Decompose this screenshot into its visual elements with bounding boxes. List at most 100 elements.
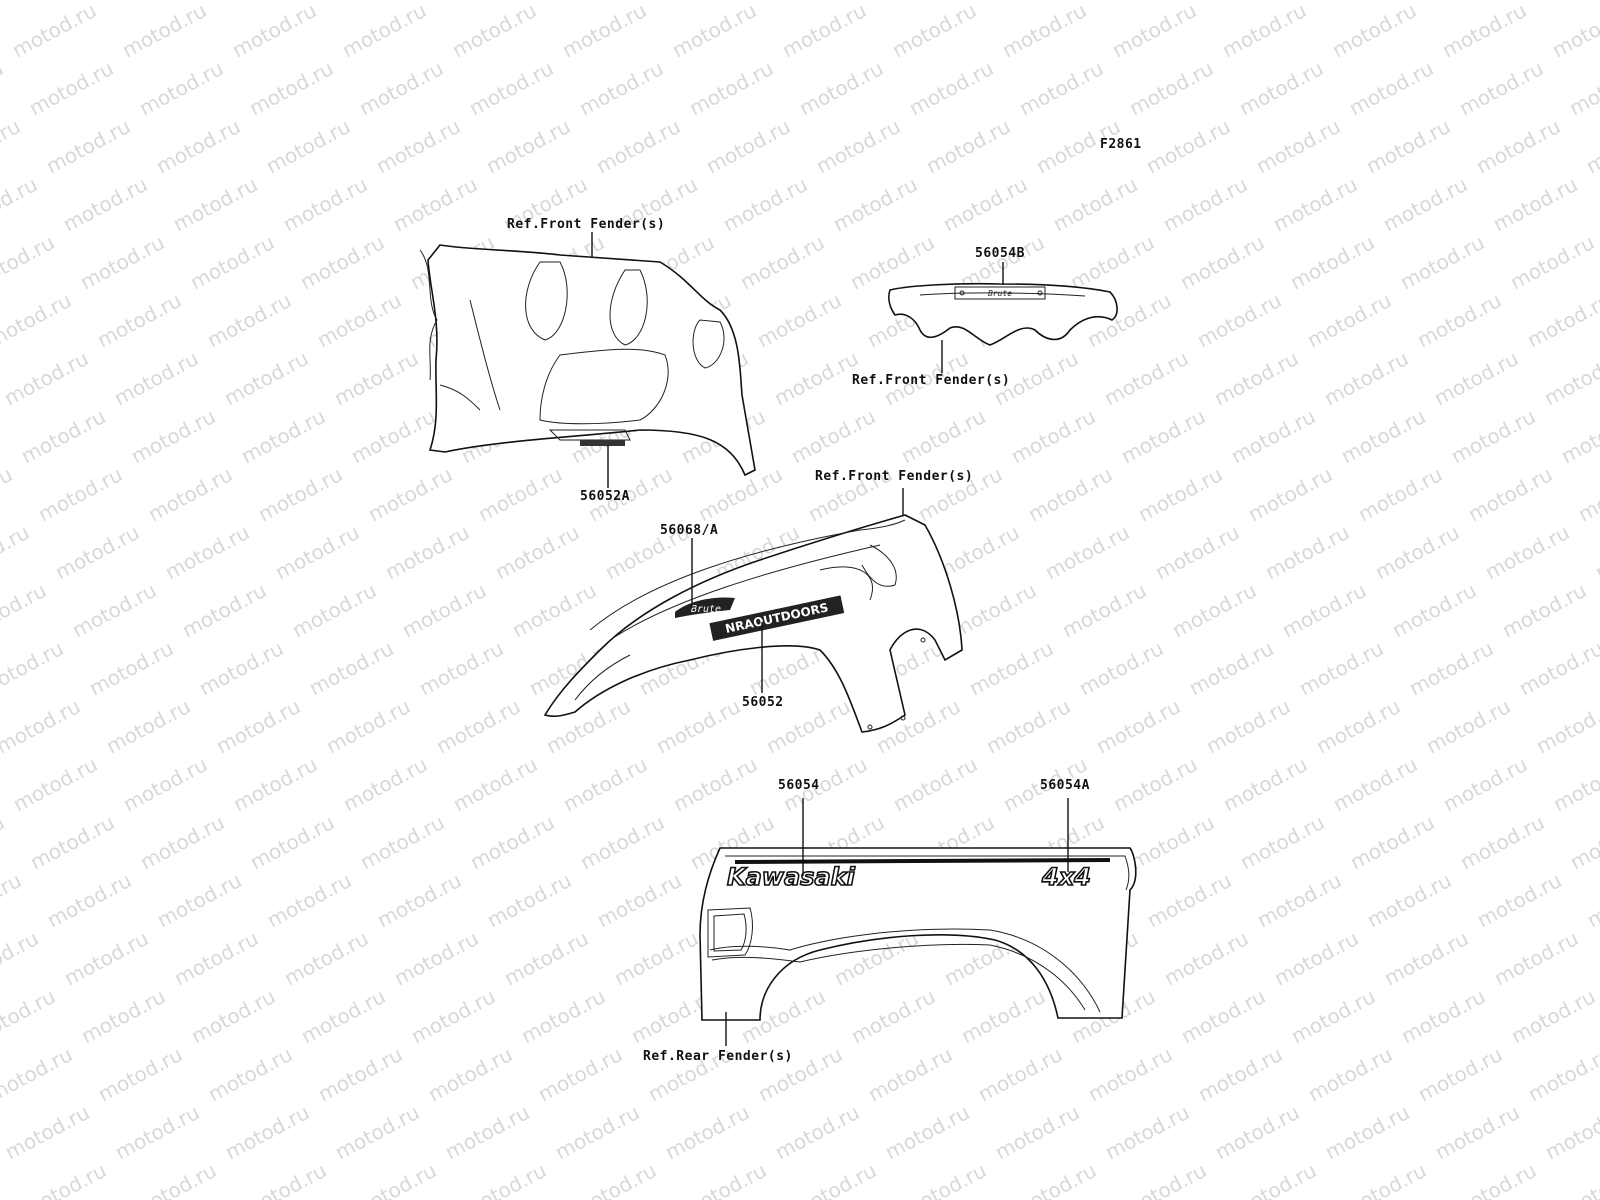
watermark-text: motod.ru (829, 172, 921, 236)
watermark-text: motod.ru (1405, 636, 1497, 700)
watermark-text: motod.ru (1270, 926, 1362, 990)
watermark-text: motod.ru (753, 288, 845, 352)
watermark-text: motod.ru (347, 404, 439, 468)
watermark-text: motod.ru (592, 114, 684, 178)
watermark-text: motod.ru (212, 694, 304, 758)
watermark-text: motod.ru (575, 56, 667, 120)
watermark-text: motod.ru (0, 868, 25, 932)
watermark-text: motod.ru (1557, 404, 1600, 468)
watermark-text: motod.ru (1100, 346, 1192, 410)
watermark-text: motod.ru (1075, 636, 1167, 700)
watermark-text: motod.ru (237, 404, 329, 468)
watermark-text: motod.ru (1015, 56, 1107, 120)
watermark-text: motod.ru (1363, 868, 1455, 932)
watermark-text: motod.ru (0, 694, 84, 758)
watermark-text: motod.ru (1320, 346, 1412, 410)
watermark-text: motod.ru (0, 230, 58, 294)
watermark-text: motod.ru (271, 520, 363, 584)
watermark-text: motod.ru (1269, 172, 1361, 236)
watermark-text: motod.ru (1303, 288, 1395, 352)
watermark-text: motod.ru (25, 56, 117, 120)
watermark-text: motod.ru (1008, 1158, 1100, 1200)
watermark-text: motod.ru (43, 868, 135, 932)
watermark-text: motod.ru (1345, 56, 1437, 120)
front-fender-top-view (419, 244, 756, 477)
watermark-text: motod.ru (144, 462, 236, 526)
watermark-text: motod.ru (1024, 462, 1116, 526)
watermark-text: motod.ru (1329, 752, 1421, 816)
watermark-text: motod.ru (1396, 230, 1488, 294)
watermark-text: motod.ru (668, 0, 760, 62)
watermark-text: motod.ru (1235, 56, 1327, 120)
watermark-text: motod.ru (1515, 636, 1600, 700)
label-56054A: 56054A (1040, 778, 1090, 793)
watermark-text: motod.ru (187, 984, 279, 1048)
watermark-text: motod.ru (558, 0, 650, 62)
decal-brute: Brute (691, 604, 721, 615)
watermark-text: motod.ru (982, 694, 1074, 758)
watermark-text: motod.ru (17, 404, 109, 468)
watermark-text: motod.ru (398, 578, 490, 642)
watermark-text: motod.ru (593, 868, 685, 932)
watermark-text: motod.ru (305, 636, 397, 700)
decal-4x4: 4x4 (1041, 863, 1091, 891)
watermark-text: motod.ru (1159, 172, 1251, 236)
watermark-text: motod.ru (348, 1158, 440, 1200)
watermark-text: motod.ru (0, 288, 75, 352)
watermark-text: motod.ru (568, 1158, 660, 1200)
watermark-text: motod.ru (1583, 868, 1600, 932)
watermark-text: motod.ru (228, 0, 320, 62)
figure-code: F2861 (1100, 137, 1142, 152)
watermark-text: motod.ru (1354, 462, 1446, 526)
watermark-text: motod.ru (314, 1042, 406, 1106)
watermark-text: motod.ru (186, 230, 278, 294)
watermark-text: motod.ru (871, 0, 963, 4)
watermark-text: motod.ru (279, 172, 371, 236)
watermark-text: motod.ru (534, 1042, 626, 1106)
watermark-text: motod.ru (812, 114, 904, 178)
watermark-text: motod.ru (1489, 172, 1581, 236)
label-56052: 56052 (742, 695, 784, 710)
watermark-text: motod.ru (482, 114, 574, 178)
watermark-text: motod.ru (897, 404, 989, 468)
watermark-text: motod.ru (1108, 0, 1200, 62)
watermark-text: motod.ru (922, 114, 1014, 178)
label-ref-front-fender-3: Ref.Front Fender(s) (815, 469, 973, 484)
watermark-text: motod.ru (18, 1158, 110, 1200)
watermark-text: motod.ru (8, 0, 100, 62)
watermark-text: motod.ru (1388, 578, 1480, 642)
watermark-text: motod.ru (610, 926, 702, 990)
watermark-text: motod.ru (1455, 56, 1547, 120)
watermark-text: motod.ru (262, 114, 354, 178)
watermark-text: motod.ru (551, 1100, 643, 1164)
watermark-text: motod.ru (390, 926, 482, 990)
watermark-text: motod.ru (1540, 346, 1600, 410)
watermark-text: motod.ru (1464, 462, 1556, 526)
watermark-text: motod.ru (85, 636, 177, 700)
watermark-text: motod.ru (1549, 752, 1600, 816)
watermark-text: motod.ru (541, 0, 633, 4)
watermark-text: motod.ru (981, 0, 1073, 4)
watermark-text: motod.ru (152, 114, 244, 178)
watermark-text: motod.ru (313, 288, 405, 352)
watermark-text: motod.ru (1490, 926, 1582, 990)
label-56052A: 56052A (580, 489, 630, 504)
watermark-text: motod.ru (889, 752, 981, 816)
watermark-text: motod.ru (1202, 694, 1294, 758)
watermark-text: motod.ru (1507, 984, 1599, 1048)
watermark-text: motod.ru (458, 1158, 550, 1200)
watermark-text: motod.ru (465, 56, 557, 120)
watermark-text: motod.ru (948, 578, 1040, 642)
watermark-text: motod.ru (9, 752, 101, 816)
watermark-text: motod.ru (0, 1042, 76, 1106)
watermark-text: motod.ru (1041, 520, 1133, 584)
watermark-text: motod.ru (389, 172, 481, 236)
watermark-text: motod.ru (1049, 172, 1141, 236)
watermark-text: motod.ru (1252, 114, 1344, 178)
watermark-text: motod.ru (1143, 868, 1235, 932)
watermark-text: motod.ru (1582, 114, 1600, 178)
watermark-text: motod.ru (355, 56, 447, 120)
watermark-text: motod.ru (0, 114, 24, 178)
watermark-text: motod.ru (881, 1100, 973, 1164)
